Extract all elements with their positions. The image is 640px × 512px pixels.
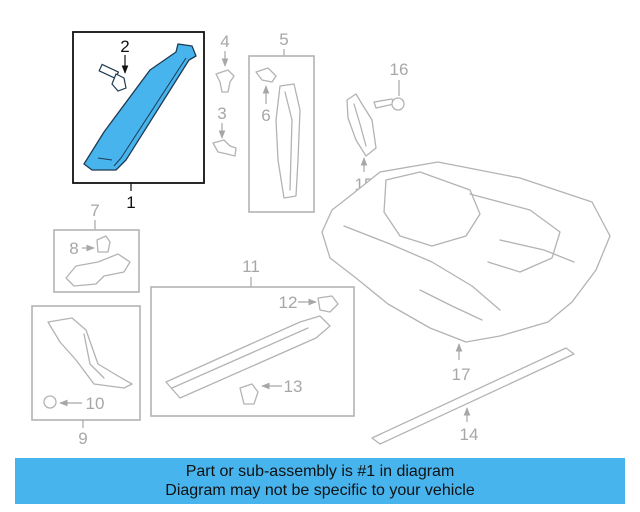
part-9-box (31, 305, 141, 421)
clip-icon (96, 235, 111, 253)
part-14-group: 14 (371, 347, 575, 445)
part-4-group: 4 (215, 32, 235, 93)
pillar-trim-part-1[interactable] (83, 43, 197, 171)
info-banner: Part or sub-assembly is #1 in diagram Di… (15, 458, 625, 504)
callout-1[interactable]: 1 (126, 193, 135, 212)
clip-icon (215, 69, 235, 93)
part-17-group: 17 (321, 161, 611, 384)
callout-10[interactable]: 10 (86, 394, 105, 413)
part-5-group: 5 6 (248, 30, 315, 213)
part-7-box (53, 229, 140, 293)
clip-icon (239, 383, 259, 405)
grommet-icon (43, 395, 57, 409)
callout-16[interactable]: 16 (390, 60, 409, 79)
pillar-trim-edge (113, 57, 187, 167)
callout-5[interactable]: 5 (279, 30, 288, 49)
bracket-panel-edge (353, 103, 367, 147)
part-16-group: 16 (373, 60, 409, 111)
part-1-box (72, 31, 205, 184)
carpet-detail (419, 289, 483, 321)
carpet-detail (383, 171, 481, 247)
part-7-group: 7 8 (53, 201, 140, 293)
part-1-group: 2 1 (72, 31, 205, 212)
kick-panel-edge (83, 333, 105, 379)
callout-8[interactable]: 8 (69, 239, 78, 258)
part-5-box (248, 55, 315, 213)
callout-6[interactable]: 6 (261, 106, 270, 125)
carpet-detail (469, 193, 561, 273)
pillar-panel-edge (284, 91, 293, 191)
callout-4[interactable]: 4 (220, 32, 229, 51)
part-11-group: 11 12 13 (150, 257, 355, 417)
banner-line-2: Diagram may not be specific to your vehi… (165, 482, 475, 499)
screw-head-icon (391, 97, 405, 111)
banner-line-1: Part or sub-assembly is #1 in diagram (185, 463, 455, 480)
callout-7[interactable]: 7 (90, 201, 99, 220)
callout-14[interactable]: 14 (460, 425, 479, 444)
fastener-icon (212, 139, 237, 157)
pillar-panel (275, 83, 301, 199)
bolt-icon (98, 63, 127, 92)
sill-strip (371, 347, 575, 445)
callout-11[interactable]: 11 (242, 257, 260, 276)
carpet-detail (499, 239, 575, 263)
callout-2[interactable]: 2 (120, 37, 129, 56)
part-9-group: 10 9 (31, 305, 141, 448)
clip-icon (255, 67, 277, 83)
callout-3[interactable]: 3 (217, 104, 226, 123)
floor-carpet (321, 161, 611, 343)
part-3-group: 3 (212, 104, 237, 157)
clip-icon (317, 295, 339, 313)
screw-icon (373, 98, 395, 109)
trim-bracket (65, 253, 131, 287)
callout-13[interactable]: 13 (284, 377, 303, 396)
part-11-box (150, 286, 355, 417)
pillar-trim-edge (97, 157, 113, 161)
callout-9[interactable]: 9 (78, 429, 87, 448)
bracket-panel (346, 93, 377, 157)
kick-panel (47, 317, 133, 389)
carpet-detail (343, 225, 501, 311)
callout-17[interactable]: 17 (452, 365, 471, 384)
scuff-plate-edge (171, 327, 309, 389)
callout-12[interactable]: 12 (279, 293, 298, 312)
